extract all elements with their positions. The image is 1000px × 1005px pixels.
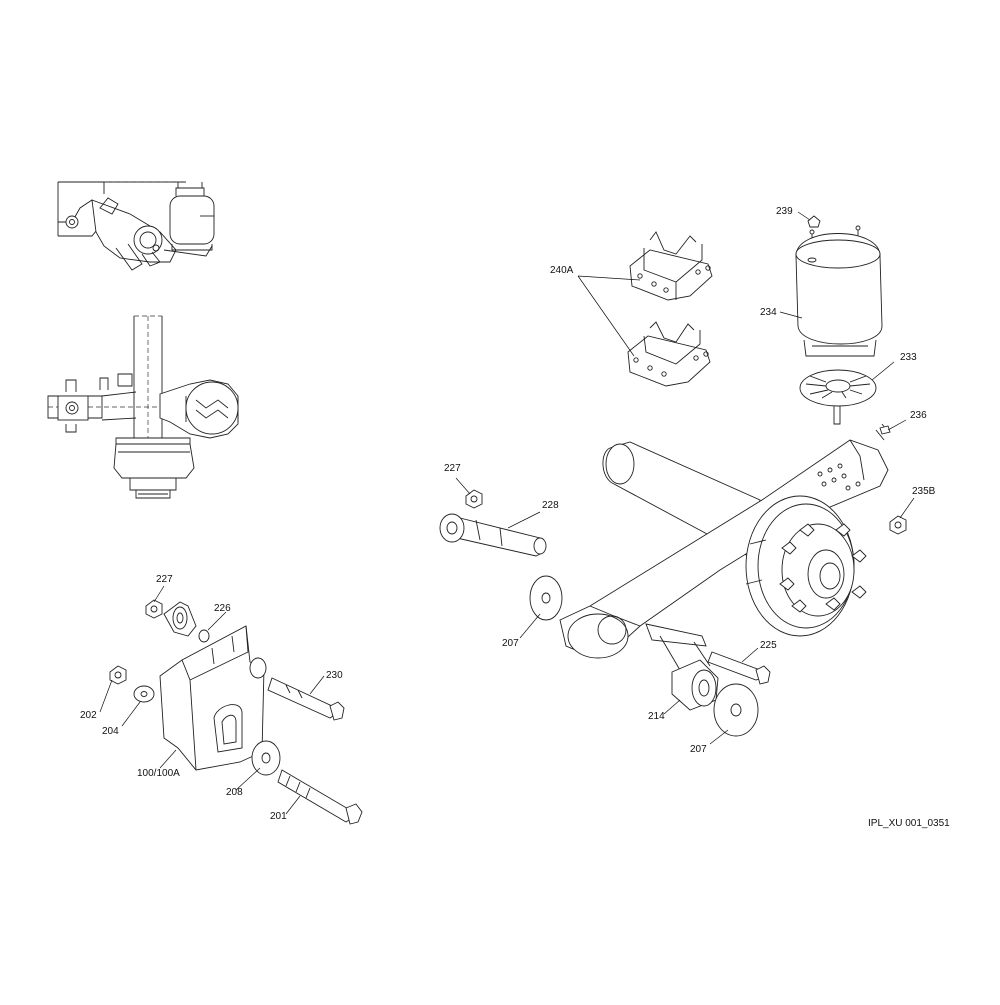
callout-226: 226: [214, 603, 231, 614]
bracket-assembly: [109, 599, 363, 825]
shock-absorber: [439, 489, 547, 557]
callout-100: 100/100A: [137, 768, 180, 779]
callout-214: 214: [648, 711, 665, 722]
callout-235b: 235B: [912, 486, 936, 497]
callout-207-right: 207: [690, 744, 707, 755]
callout-227-left: 227: [156, 574, 173, 585]
top-view-inset: [47, 315, 239, 499]
callout-207-left: 207: [502, 638, 519, 649]
leader-lines: [99, 211, 915, 815]
callout-234: 234: [760, 307, 777, 318]
callout-236: 236: [910, 410, 927, 421]
bushings-and-washers: [529, 575, 771, 737]
callout-233: 233: [900, 352, 917, 363]
trailing-arm: [559, 439, 907, 671]
callout-208: 208: [226, 787, 243, 798]
air-spring: [795, 215, 883, 357]
callout-228: 228: [542, 500, 559, 511]
piston-plate: [799, 369, 891, 441]
hub-and-drum: [745, 495, 867, 637]
callout-239: 239: [776, 206, 793, 217]
callout-225: 225: [760, 640, 777, 651]
callout-204: 204: [102, 726, 119, 737]
callout-230: 230: [326, 670, 343, 681]
mounting-plates: [627, 231, 713, 387]
callout-227-right: 227: [444, 463, 461, 474]
callout-240a: 240A: [550, 265, 574, 276]
drawing-id: IPL_XU 001_0351: [868, 818, 950, 829]
side-view-inset: [57, 181, 215, 271]
callout-201: 201: [270, 811, 287, 822]
callout-labels: 239 240A 234 233 236 227 228 235B 207 22…: [80, 206, 936, 822]
callout-202: 202: [80, 710, 97, 721]
